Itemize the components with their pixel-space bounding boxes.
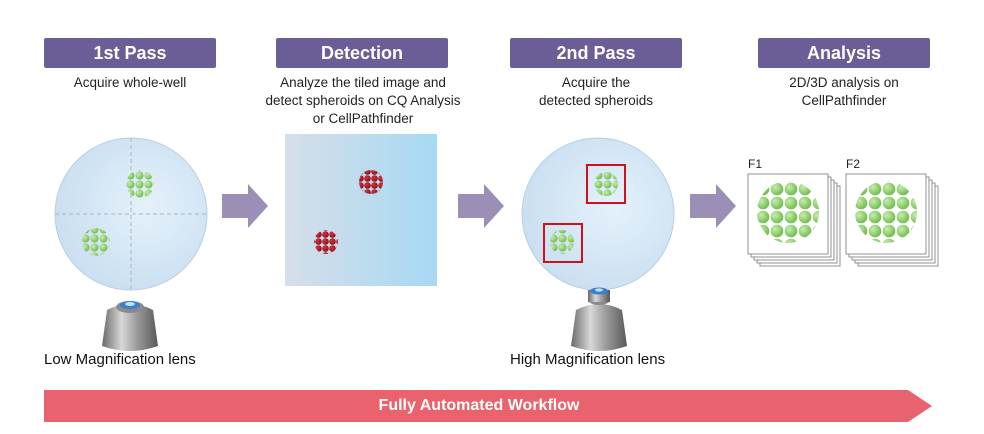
arrow-icon [222, 184, 268, 228]
detected-box [586, 164, 626, 204]
desc-line: CellPathfinder [801, 93, 887, 108]
automated-workflow-label: Fully Automated Workflow [378, 397, 580, 414]
card-label-f1: F1 [748, 157, 763, 171]
detected-box [543, 223, 583, 263]
high-magnification-lens-icon [571, 287, 627, 351]
spheroid-green [594, 172, 618, 196]
low-lens-label: Low Magnification lens [44, 351, 196, 368]
step-desc-2nd-pass: Acquire the detected spheroids [496, 74, 696, 110]
arrow-icon [690, 184, 736, 228]
desc-line: or CellPathfinder [312, 111, 414, 126]
high-lens-label: High Magnification lens [510, 351, 666, 368]
arrow-icon [458, 184, 504, 228]
spheroid-green [82, 228, 110, 256]
desc-line: Analyze the tiled image and [280, 75, 446, 90]
step-header-2nd-pass: 2nd Pass [510, 38, 682, 68]
analysis-stack-f1 [747, 173, 841, 267]
desc-line: 2D/3D analysis on [789, 75, 899, 90]
detection-tiled-image [285, 134, 437, 286]
well-1st-pass [54, 137, 208, 291]
analysis-stack-f2 [845, 173, 939, 267]
low-magnification-lens-icon [102, 301, 158, 351]
step-desc-1st-pass: Acquire whole-well [30, 74, 230, 92]
automated-workflow-bar [44, 390, 932, 422]
step-header-analysis: Analysis [758, 38, 930, 68]
spheroid-green [126, 170, 154, 198]
desc-line: detect spheroids on CQ Analysis [265, 93, 461, 108]
step-header-detection: Detection [276, 38, 448, 68]
well-2nd-pass [521, 137, 675, 291]
spheroid-green [550, 230, 574, 254]
step-desc-analysis: 2D/3D analysis on CellPathfinder [744, 74, 944, 110]
step-desc-detection: Analyze the tiled image and detect spher… [250, 74, 476, 128]
desc-line: Acquire the [561, 75, 631, 90]
spheroid-red [359, 170, 383, 194]
desc-line: Acquire whole-well [73, 75, 187, 90]
desc-line: detected spheroids [538, 93, 654, 108]
card-label-f2: F2 [846, 157, 861, 171]
step-header-1st-pass: 1st Pass [44, 38, 216, 68]
spheroid-red [314, 230, 338, 254]
